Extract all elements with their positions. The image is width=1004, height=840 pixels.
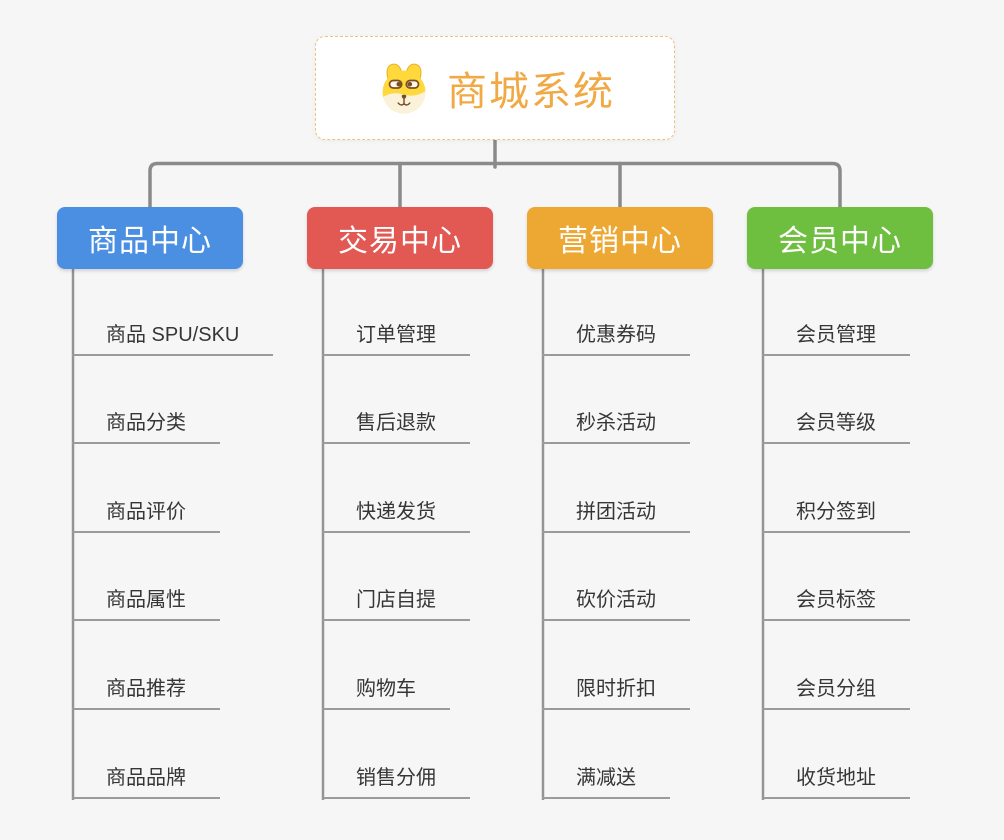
child-topic[interactable]: 商品属性	[72, 587, 220, 621]
branch-label: 交易中心	[338, 225, 462, 258]
root-node-label: 商城系统	[447, 70, 615, 114]
child-topic[interactable]: 会员等级	[762, 410, 910, 444]
branch-label: 商品中心	[88, 225, 212, 258]
dog-face-icon	[382, 63, 426, 114]
branch-node-trade-center[interactable]: 交易中心	[307, 207, 493, 269]
child-topic[interactable]: 销售分佣	[322, 765, 470, 799]
branch-node-member-center[interactable]: 会员中心	[747, 207, 933, 269]
branch-label: 营销中心	[558, 225, 682, 258]
child-topic[interactable]: 商品品牌	[72, 765, 220, 799]
child-topic[interactable]: 优惠券码	[542, 322, 690, 356]
branch-node-product-center[interactable]: 商品中心	[57, 207, 243, 269]
child-topic[interactable]: 购物车	[322, 676, 450, 710]
child-topic[interactable]: 秒杀活动	[542, 410, 690, 444]
child-topic[interactable]: 售后退款	[322, 410, 470, 444]
child-topic[interactable]: 快递发货	[322, 499, 470, 533]
root-node[interactable]: 商城系统	[315, 36, 675, 140]
child-topic[interactable]: 满减送	[542, 765, 670, 799]
child-topic[interactable]: 会员管理	[762, 322, 910, 356]
branch-node-marketing-center[interactable]: 营销中心	[527, 207, 713, 269]
child-topic[interactable]: 拼团活动	[542, 499, 690, 533]
child-topic[interactable]: 商品分类	[72, 410, 220, 444]
child-topic[interactable]: 积分签到	[762, 499, 910, 533]
child-topic[interactable]: 收货地址	[762, 765, 910, 799]
child-topic[interactable]: 会员分组	[762, 676, 910, 710]
child-topic[interactable]: 门店自提	[322, 587, 470, 621]
child-topic[interactable]: 订单管理	[322, 322, 470, 356]
child-topic[interactable]: 商品推荐	[72, 676, 220, 710]
branch-label: 会员中心	[778, 225, 902, 258]
branch-bus-line	[148, 161, 842, 210]
child-topic[interactable]: 会员标签	[762, 587, 910, 621]
child-topic[interactable]: 商品评价	[72, 499, 220, 533]
child-topic[interactable]: 限时折扣	[542, 676, 690, 710]
child-topic[interactable]: 砍价活动	[542, 587, 690, 621]
child-topic[interactable]: 商品 SPU/SKU	[72, 322, 274, 356]
